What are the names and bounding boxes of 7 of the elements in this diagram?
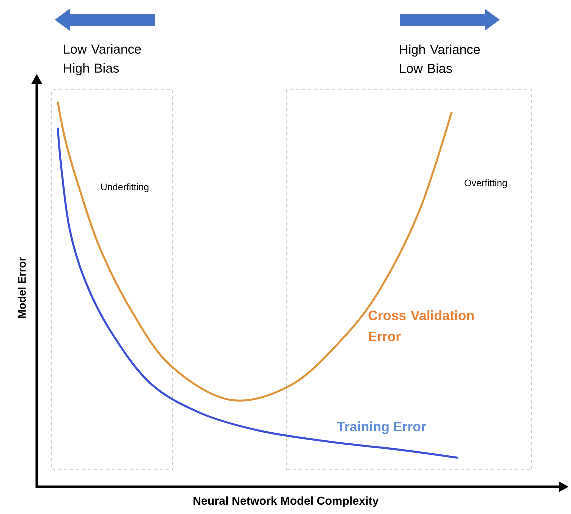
region-box: Underfitting <box>52 90 174 470</box>
direction-label: Low Variance High Bias <box>64 44 142 76</box>
axis-label: Neural Network Model Complexity <box>194 496 379 508</box>
axis-label: Model Error <box>18 257 26 318</box>
direction-label: High Variance Low Bias <box>400 44 480 74</box>
curve-label: Cross Validation Error <box>368 310 474 342</box>
curve-label: Training Error <box>337 422 426 434</box>
